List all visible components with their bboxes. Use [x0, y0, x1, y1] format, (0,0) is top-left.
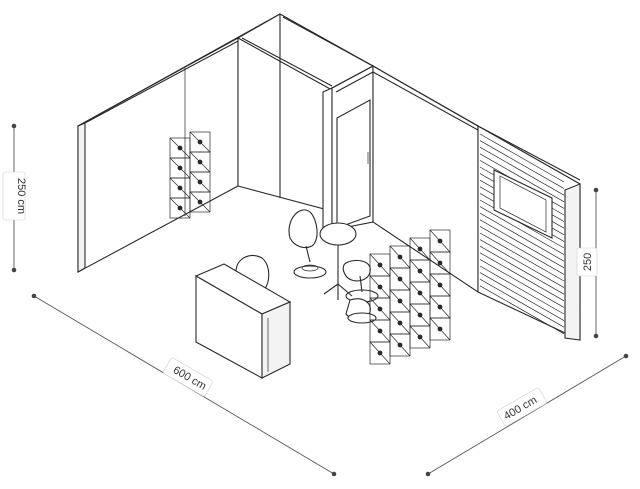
shelf-connector: [177, 205, 183, 211]
shelf-connector: [437, 326, 443, 332]
left-wall: [77, 13, 284, 273]
shelf-connector: [177, 185, 183, 191]
shelf-connector: [197, 139, 203, 145]
shelf-connector: [397, 276, 403, 282]
slat-line: [479, 278, 565, 328]
slat-line: [479, 140, 565, 189]
slat-line: [479, 272, 565, 321]
shelf-connector: [197, 199, 203, 205]
shelf-connector: [377, 350, 383, 356]
shelf-connector: [417, 312, 423, 318]
cube-shelf-front: [369, 229, 451, 365]
shelf-connector: [177, 165, 183, 171]
shelf-connector: [397, 254, 403, 260]
slat-line: [479, 212, 565, 262]
slat-line: [479, 146, 565, 196]
dimension-height-left: 250 cm: [2, 123, 27, 273]
storage-door[interactable]: [336, 99, 371, 229]
slat-line: [479, 226, 565, 275]
shelf-connector: [197, 179, 203, 185]
cube-shelf-back: [169, 131, 211, 219]
shelf-connector: [177, 145, 183, 151]
dimension-depth-side: 400 cm: [425, 353, 629, 477]
shelf-connector: [437, 260, 443, 266]
high-table: [319, 222, 357, 300]
shelf-connector: [417, 246, 423, 252]
slat-line: [479, 219, 565, 269]
shelf-connector: [377, 262, 383, 268]
chair-back-right: [342, 259, 379, 303]
display-screen: [493, 169, 553, 239]
shelf-connector: [417, 268, 423, 274]
slat-line: [479, 133, 565, 183]
shelf-connector: [397, 320, 403, 326]
slat-line: [479, 239, 565, 288]
shelf-connector: [377, 306, 383, 312]
dimension-width-front: 600 cm: [31, 293, 337, 477]
height-left-label: 250 cm: [15, 178, 27, 214]
slat-line: [479, 153, 565, 203]
chair-back-left: [288, 209, 327, 279]
shelf-connector: [377, 284, 383, 290]
dimension-height-right: 250: [576, 187, 599, 339]
slat-line: [479, 259, 565, 308]
shelf-connector: [197, 159, 203, 165]
shelf-connector: [417, 290, 423, 296]
height-right-label: 250: [582, 253, 594, 271]
storage-room: [322, 65, 374, 235]
slat-line: [479, 232, 565, 282]
shelf-connector: [417, 334, 423, 340]
shelf-connector: [397, 298, 403, 304]
slat-line: [479, 252, 565, 302]
shelf-connector: [437, 238, 443, 244]
shelf-cube: [429, 317, 451, 341]
shelf-connector: [377, 328, 383, 334]
slat-line: [479, 265, 565, 315]
shelf-connector: [437, 304, 443, 310]
shelf-cube: [189, 191, 211, 213]
reception-counter: [194, 263, 292, 379]
slat-line: [479, 245, 565, 295]
slat-line: [479, 206, 565, 255]
slat-line: [479, 285, 565, 335]
shelf-connector: [437, 282, 443, 288]
shelf-connector: [397, 342, 403, 348]
chair-front-right: [345, 298, 377, 324]
